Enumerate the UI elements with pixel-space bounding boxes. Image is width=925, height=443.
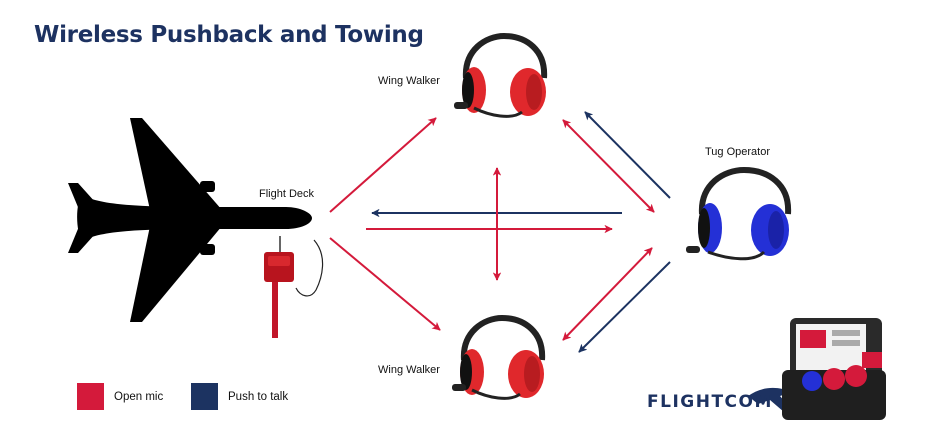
node-label-flight-deck: Flight Deck	[259, 188, 315, 200]
airplane-icon	[68, 118, 312, 322]
arrow-tug-to-wing-bottom-ptt	[578, 261, 671, 353]
node-label-tug-operator: Tug Operator	[705, 146, 771, 158]
arrow-wing-top-tug-open	[562, 119, 655, 213]
arrows	[329, 111, 671, 353]
brand-logo-text: FLIGHTCOM	[647, 392, 773, 412]
flightcom-logo-icon	[748, 387, 792, 412]
headset-icon-tug-operator	[686, 166, 792, 261]
diagram-title: Wireless Pushback and Towing	[34, 22, 424, 48]
arrow-flight-to-wing-bottom	[329, 237, 441, 331]
arrow-tug-to-wing-top-ptt	[584, 111, 671, 199]
equipment-case-icon	[782, 318, 886, 420]
headset-icon-wing-walker-top	[454, 32, 548, 118]
node-label-wing-walker-top: Wing Walker	[378, 75, 440, 87]
base-station-icon	[264, 236, 324, 338]
arrow-wing-bottom-tug-open	[562, 247, 653, 341]
legend-swatch-push-to-talk	[191, 383, 218, 410]
legend-label-open-mic: Open mic	[114, 391, 164, 403]
legend-swatch-open-mic	[77, 383, 104, 410]
headset-icon-wing-walker-bottom	[452, 314, 546, 400]
arrow-flight-to-wing-top	[329, 117, 437, 213]
node-label-wing-walker-bottom: Wing Walker	[378, 364, 440, 376]
legend-label-push-to-talk: Push to talk	[228, 391, 289, 403]
